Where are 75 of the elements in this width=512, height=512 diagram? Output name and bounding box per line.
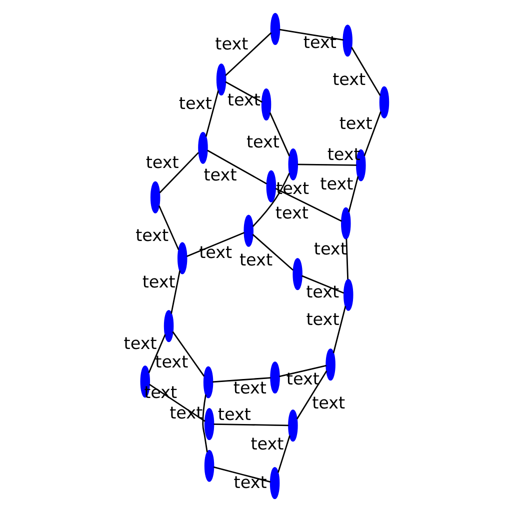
connector	[170, 270, 181, 314]
node-ellipse	[270, 12, 280, 45]
node-ellipse	[288, 148, 298, 180]
node-ellipse	[266, 170, 276, 202]
connector	[214, 423, 288, 426]
node-ellipse	[198, 132, 208, 164]
node-ellipse	[343, 278, 354, 311]
connector	[212, 377, 271, 383]
edge-label: text	[306, 282, 340, 302]
edge-label: text	[246, 132, 280, 152]
node-ellipse	[261, 88, 272, 120]
connector	[186, 232, 245, 257]
node-ellipse	[150, 181, 160, 214]
connector	[348, 176, 359, 212]
connector	[205, 90, 219, 137]
node-ellipse	[270, 361, 280, 394]
edge-label: text	[306, 308, 340, 329]
node-ellipse	[204, 450, 214, 482]
edge-label: text	[199, 242, 232, 262]
connector	[159, 152, 199, 194]
edge-label: text	[215, 33, 248, 54]
edge-label: text	[204, 164, 237, 184]
node-ellipse	[204, 408, 214, 440]
edge-label: text	[178, 92, 212, 113]
node-ellipse	[164, 310, 174, 342]
edge-label: text	[142, 271, 176, 292]
connector	[172, 331, 205, 377]
node-ellipse	[292, 258, 302, 290]
connector	[277, 435, 290, 473]
connector	[364, 111, 382, 156]
node-ellipse	[244, 214, 254, 247]
connector	[279, 28, 344, 41]
connector	[225, 81, 262, 103]
edge-label: text	[275, 202, 308, 222]
connector	[158, 205, 180, 250]
connector	[213, 466, 271, 483]
edge-label: text	[146, 152, 179, 172]
edge-label: text	[312, 392, 346, 412]
connector	[207, 150, 267, 184]
node-ellipse	[379, 86, 390, 118]
edge-label: text	[227, 89, 260, 110]
connector	[346, 238, 349, 280]
connector	[225, 32, 272, 76]
connector	[269, 112, 290, 156]
edge-label: text	[155, 351, 188, 372]
connector	[279, 364, 327, 378]
node-ellipse	[216, 63, 226, 96]
connector	[148, 334, 166, 374]
edge-label: text	[250, 433, 284, 454]
edge-label: text	[339, 113, 372, 134]
edge-label: text	[136, 225, 169, 246]
edge-label: text	[240, 250, 272, 270]
edge-label: text	[286, 368, 320, 388]
node-ellipse	[177, 242, 188, 274]
node-ellipse	[326, 348, 336, 381]
edge-label: text	[233, 377, 266, 398]
connector	[350, 46, 381, 96]
edge-label: text	[332, 68, 366, 89]
connector	[302, 275, 344, 294]
edge-label: text	[234, 472, 267, 492]
connector	[296, 370, 328, 420]
edge-label: text	[218, 404, 251, 424]
edge-label: text	[303, 32, 336, 52]
connector	[332, 306, 346, 354]
edge-label: text	[124, 332, 157, 353]
connector	[298, 164, 356, 166]
node-ellipse	[203, 366, 214, 398]
node-ellipse	[341, 207, 351, 240]
node-ellipse	[270, 467, 280, 500]
node-ellipse	[342, 24, 352, 57]
connector	[252, 234, 294, 271]
node-ellipse	[288, 410, 298, 442]
connector	[252, 172, 290, 227]
edge-label: text	[320, 174, 354, 194]
connector	[202, 394, 208, 452]
